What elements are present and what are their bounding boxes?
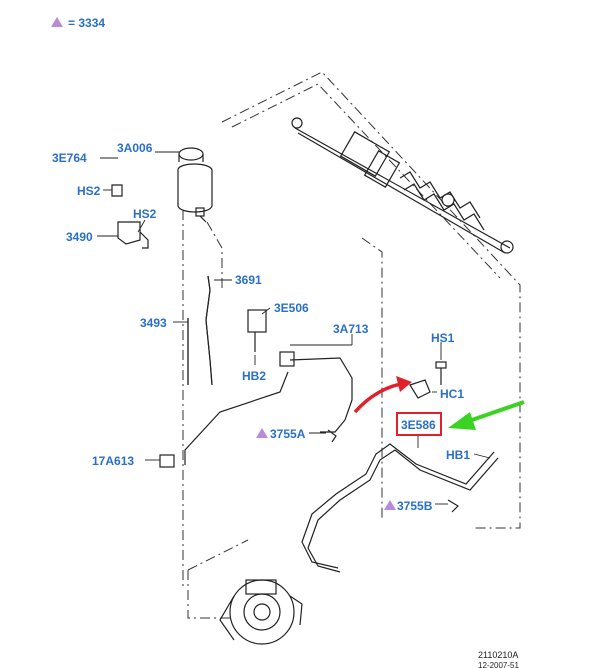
bolt-HS1 xyxy=(435,361,447,385)
label-17A613: 17A613 xyxy=(92,454,134,468)
label-HS2-a: HS2 xyxy=(77,184,101,198)
clamp-3755A xyxy=(327,429,337,443)
pump-phantom-outline xyxy=(187,539,249,619)
steering-rack-outline xyxy=(221,71,521,529)
reservoir xyxy=(177,147,213,223)
label-HS2-b: HS2 xyxy=(133,207,157,221)
clamp-3755B xyxy=(447,499,459,513)
rack-inner-outline xyxy=(231,83,501,279)
label-3E586: 3E586 xyxy=(401,418,436,432)
green-arrow xyxy=(465,400,525,424)
label-3A006: 3A006 xyxy=(117,141,153,155)
green-arrow-head-icon xyxy=(448,412,476,430)
footer-code: 2110210A xyxy=(478,650,518,660)
label-3E764: 3E764 xyxy=(52,151,87,165)
center-phantom-line xyxy=(361,237,383,520)
bracket-3490 xyxy=(111,184,149,249)
label-3691: 3691 xyxy=(235,273,262,287)
label-HC1: HC1 xyxy=(440,387,464,401)
legend-triangle-icon xyxy=(51,17,63,27)
bracket-3E506 xyxy=(247,309,267,333)
label-3E506: 3E506 xyxy=(274,301,309,315)
triangle-3755A-icon xyxy=(256,428,268,438)
footer-date: 12-2007-51 xyxy=(478,661,519,668)
steering-rack xyxy=(291,117,514,254)
triangle-3755B-icon xyxy=(384,500,396,510)
label-3A713: 3A713 xyxy=(333,322,369,336)
highlight-box-3E586 xyxy=(396,412,442,436)
pipe-3A713 xyxy=(289,357,353,433)
label-HS1: HS1 xyxy=(431,331,455,345)
label-HB1: HB1 xyxy=(446,448,470,462)
label-3493: 3493 xyxy=(140,316,167,330)
pressure-hose-3E586 xyxy=(307,449,499,573)
clip-17A613 xyxy=(159,454,175,468)
power-steering-pump xyxy=(219,579,303,645)
label-3490: 3490 xyxy=(66,230,93,244)
red-arrow xyxy=(353,382,403,414)
clip-HC1 xyxy=(409,379,431,399)
label-HB2: HB2 xyxy=(242,369,266,383)
red-arrow-head-icon xyxy=(396,376,412,392)
legend-text: = 3334 xyxy=(68,16,105,30)
label-3755B: 3755B xyxy=(397,499,433,513)
label-3755A: 3755A xyxy=(270,427,306,441)
